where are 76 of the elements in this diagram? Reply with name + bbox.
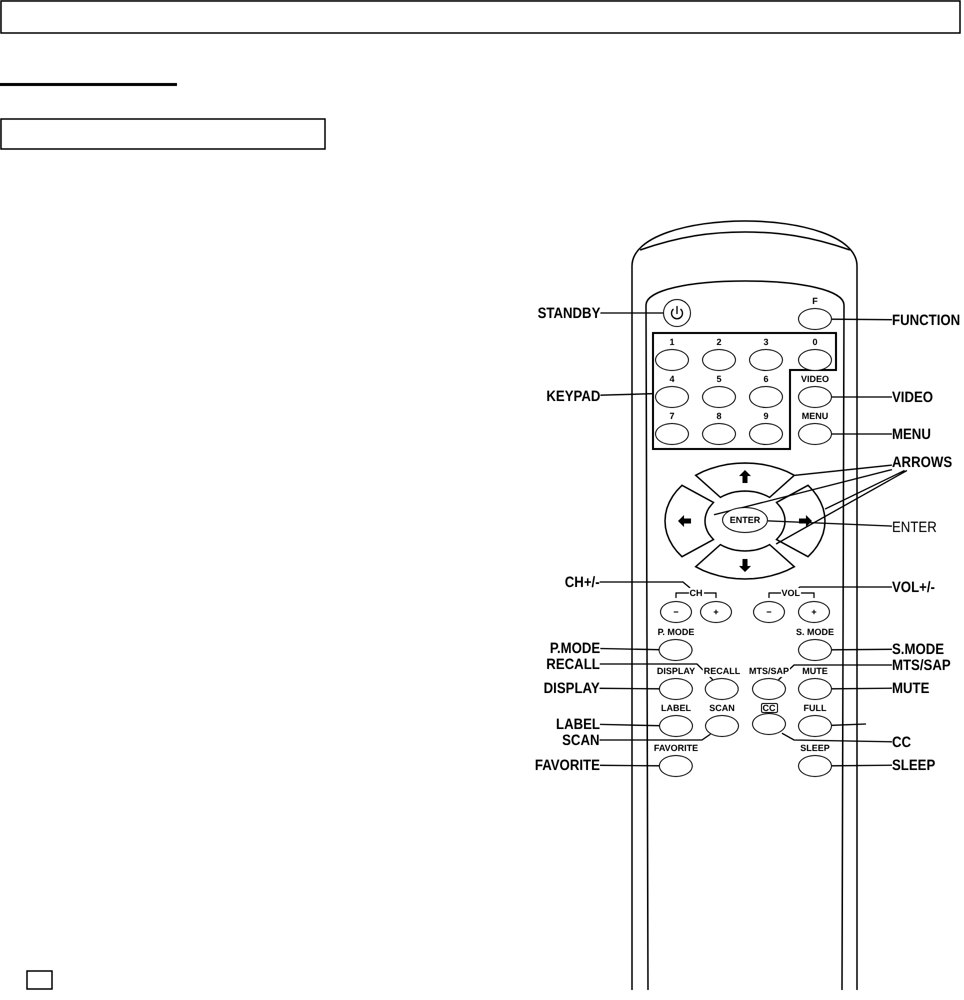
leader-line [832,688,892,690]
leader-line [600,312,663,314]
button-label: 2 [715,337,722,348]
button-label: SCAN [708,703,736,714]
leader-line [600,734,711,741]
leader-line [600,581,691,588]
leader-line [600,724,660,726]
remote-button: + [700,601,732,623]
leader-line [782,732,892,742]
callout-label: SLEEP [892,756,936,774]
leader-line [832,396,892,398]
callout-label: MTS/SAP [892,656,951,674]
button-label: RECALL [702,666,742,677]
callout-label: ARROWS [892,454,952,470]
callout-label: FAVORITE [534,756,600,774]
button-label: 1 [668,337,676,348]
remote-button: − [660,601,692,623]
button-label: 6 [762,374,770,385]
leader-line [778,664,892,680]
callout-label: P.MODE [550,640,600,656]
button-label: P. MODE [656,627,696,638]
remote-button: ENTER [722,507,768,533]
remote-button [663,299,691,327]
callout-label: MENU [892,426,931,442]
leader-line [832,764,892,766]
leader-line [832,318,892,320]
group-label: CH [688,588,704,598]
leader-line [794,464,892,476]
callout-label: CC [892,734,912,750]
leader-line [600,648,660,650]
callout-label: LABEL [556,716,600,732]
callout-label: VIDEO [892,388,934,406]
callout-label: RECALL [546,656,600,672]
button-label: MENU [800,411,830,422]
leader-line [832,648,892,650]
button-label: CC [760,703,778,713]
leader-line [832,723,866,726]
button-label: SLEEP [799,743,831,754]
button-label: 9 [762,411,770,422]
button-label: 3 [762,337,770,348]
callout-label: CH+/- [564,574,600,590]
leader-line [600,764,659,766]
callout-label: VOL+/- [892,578,935,596]
button-label: 4 [668,374,676,385]
button-label: MUTE [801,666,829,677]
group-label: VOL [780,588,802,598]
leader-line [832,433,892,435]
leader-line [714,468,892,516]
button-label: 7 [668,411,676,422]
callout-label: FUNCTION [892,312,960,328]
remote-button: − [753,601,785,623]
leader-line [824,470,905,510]
leader-line [600,393,652,396]
button-label: 0 [811,337,818,348]
callout-label: S.MODE [892,640,944,658]
button-label: MTS/SAP [748,666,790,677]
button-label: FAVORITE [652,743,700,754]
leader-line [600,663,714,680]
callout-label: KEYPAD [546,388,600,404]
button-label: S. MODE [795,627,835,638]
leader-line [600,688,659,690]
button-label: DISPLAY [656,666,696,677]
button-label: FULL [802,703,828,714]
callout-label: STANDBY [538,304,600,322]
button-label: LABEL [660,703,692,714]
leader-line [768,520,892,527]
button-label: 5 [715,374,722,385]
button-label: 8 [715,411,722,422]
button-label: VIDEO [800,374,830,385]
callout-label: SCAN [562,732,600,748]
leader-line [798,586,892,589]
button-label: F [811,296,819,307]
callout-label: ENTER [892,518,937,536]
callout-label: DISPLAY [544,680,600,696]
callout-label: MUTE [892,680,930,696]
remote-button: + [798,601,830,623]
